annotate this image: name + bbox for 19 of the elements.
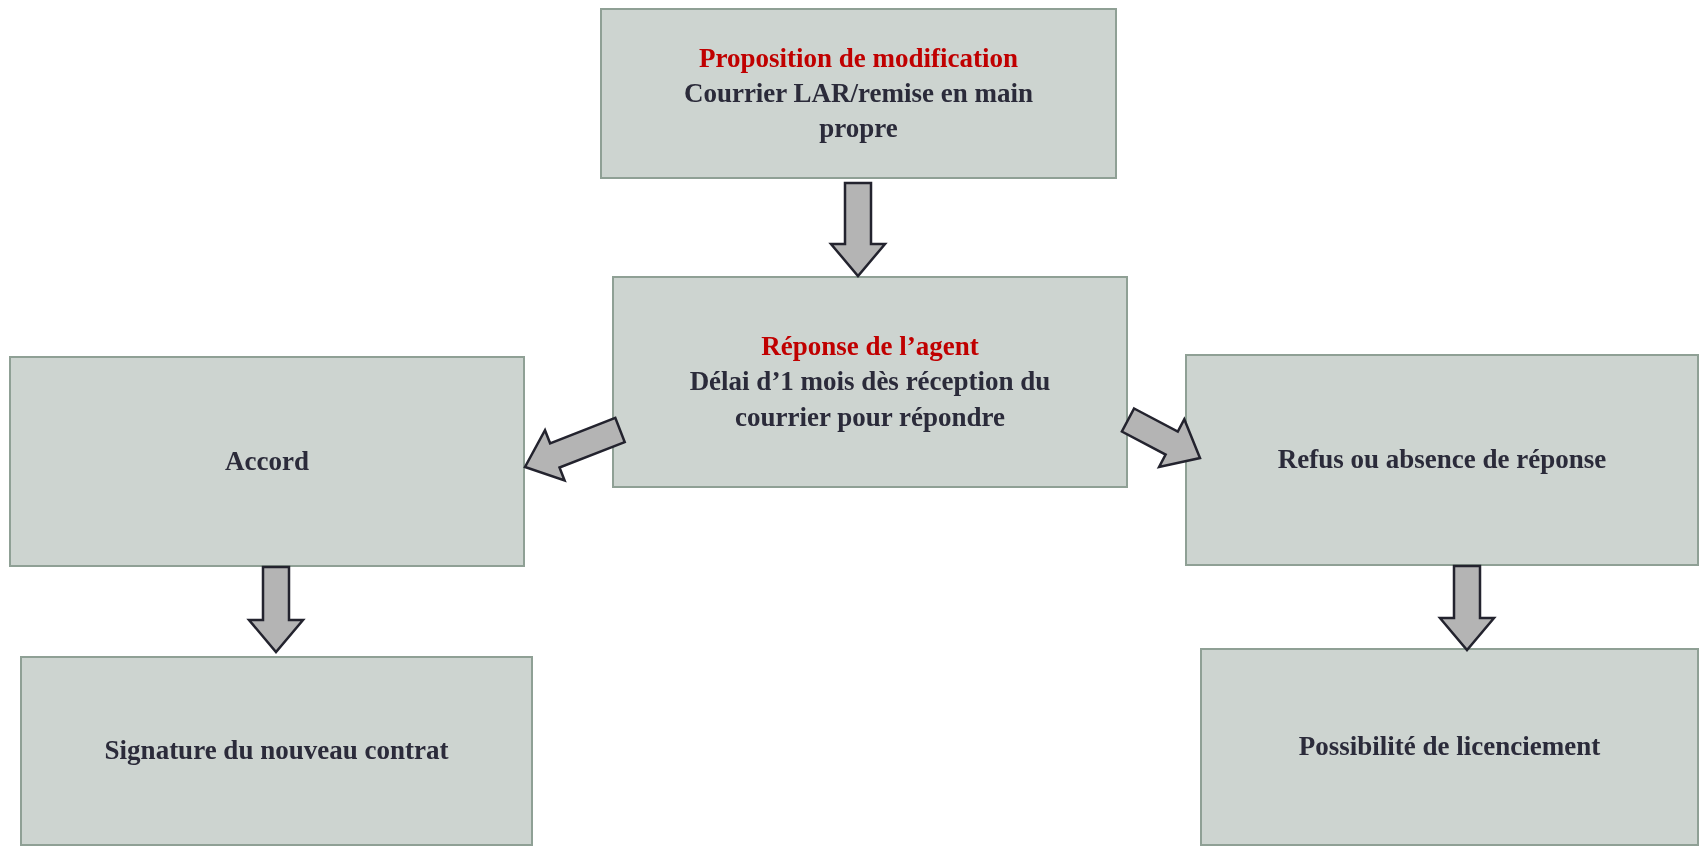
- box-text: Signature du nouveau contrat: [104, 734, 449, 768]
- block-arrow: [1120, 406, 1202, 469]
- box-text: Courrier LAR/remise en main propre: [682, 76, 1035, 146]
- process-box: [1185, 354, 1699, 566]
- block-arrow: [246, 565, 306, 654]
- box-heading: Réponse de l’agent: [761, 330, 979, 364]
- process-box: [600, 8, 1117, 179]
- box-text: Possibilité de licenciement: [1298, 730, 1601, 764]
- process-box: [612, 276, 1128, 488]
- block-arrow: [1437, 564, 1497, 652]
- box-text: Délai d’1 mois dès réception du courrier pour répondre: [688, 365, 1052, 434]
- process-box: [20, 656, 533, 846]
- block-arrow: [523, 416, 627, 483]
- block-arrow: [828, 181, 888, 278]
- box-text: Refus ou absence de réponse: [1277, 443, 1607, 477]
- box-text: Accord: [225, 444, 309, 478]
- process-box: [1200, 648, 1699, 846]
- process-box: [9, 356, 525, 567]
- box-heading: Proposition de modification: [699, 41, 1018, 75]
